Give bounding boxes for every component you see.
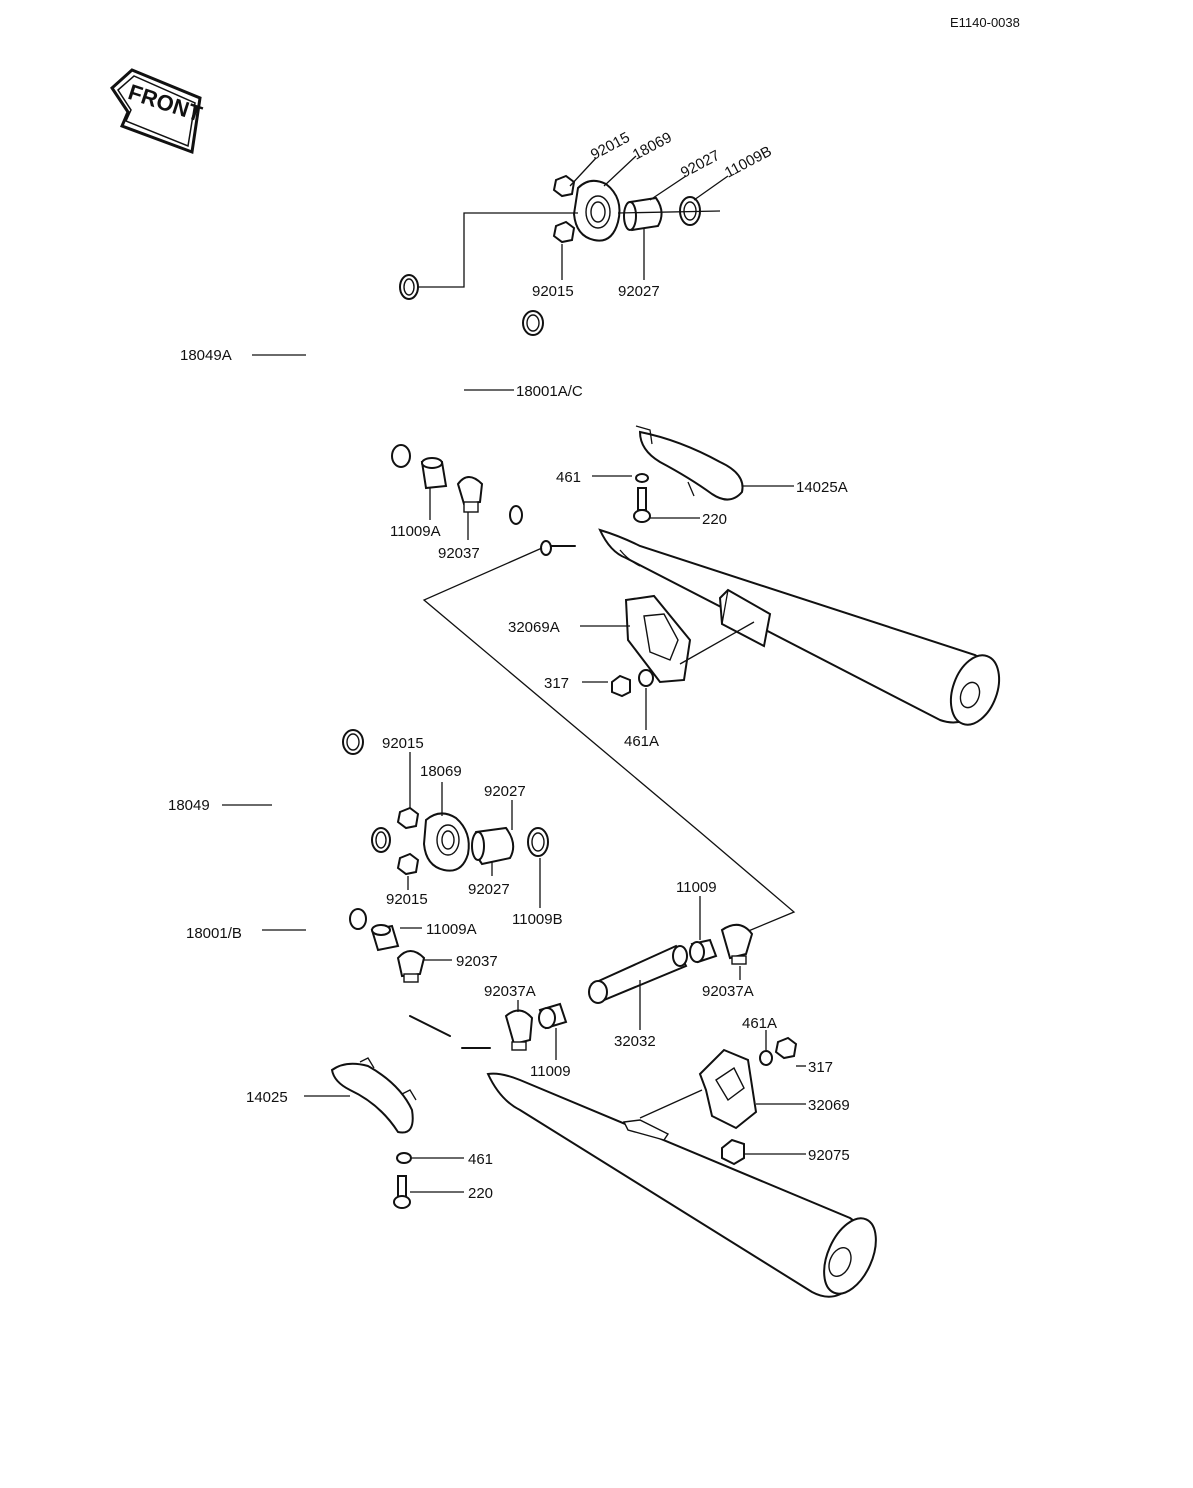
label-92027-b: 92027 <box>618 283 660 300</box>
bracket-32069 <box>698 1048 758 1130</box>
nut-92015-upper-bottom <box>552 220 576 244</box>
upper-exhaust-assembly <box>252 155 1001 730</box>
label-92037A-a: 92037A <box>484 983 536 1000</box>
label-317-b: 317 <box>808 1059 833 1076</box>
header-pipe-18049 <box>266 729 367 930</box>
label-14025A: 14025A <box>796 479 848 496</box>
nut-92015-lower-bottom <box>396 852 420 876</box>
label-32069: 32069 <box>808 1097 850 1114</box>
bolt-220-lower <box>393 1175 411 1209</box>
nut-317-upper <box>611 674 631 698</box>
heat-guard-14025 <box>330 1057 417 1134</box>
label-11009B-b: 11009B <box>512 911 563 928</box>
clamp-92037-lower <box>396 950 426 983</box>
label-461A-b: 461A <box>742 1015 777 1032</box>
label-18001B: 18001/B <box>186 925 242 942</box>
flange-18069-upper <box>572 179 621 242</box>
label-461A-a: 461A <box>624 733 659 750</box>
label-461-a: 461 <box>556 469 581 486</box>
nut-92075 <box>721 1138 745 1166</box>
label-18069-a: 18069 <box>630 129 675 164</box>
washer-461-lower <box>396 1152 412 1164</box>
gasket-11009B-lower <box>527 827 549 857</box>
label-11009B-a: 11009B <box>722 143 775 182</box>
label-32069A: 32069A <box>508 619 560 636</box>
label-92015-b: 92015 <box>532 283 574 300</box>
gasket-11009-right <box>689 938 718 964</box>
washer-461A-lower <box>759 1050 773 1066</box>
bolt-220-upper <box>633 487 651 523</box>
clamp-92037A-right <box>720 923 754 965</box>
assembly-link-line <box>422 547 796 933</box>
label-220-a: 220 <box>702 511 727 528</box>
flange-18069-lower <box>422 812 470 872</box>
connector-pipe-32032 <box>588 944 688 1004</box>
clamp-92037-upper <box>456 476 484 513</box>
label-92037-a: 92037 <box>438 545 480 562</box>
label-220-b: 220 <box>468 1185 493 1202</box>
nut-92015-upper-top <box>552 174 576 198</box>
label-317-a: 317 <box>544 675 569 692</box>
gasket-11009A-upper <box>420 457 448 490</box>
front-arrow-icon: FRONT <box>110 68 206 155</box>
label-92075: 92075 <box>808 1147 850 1164</box>
label-92015-a: 92015 <box>588 129 633 164</box>
collar-92027-lower <box>471 826 515 866</box>
label-18069-b: 18069 <box>420 763 462 780</box>
label-92037-b: 92037 <box>456 953 498 970</box>
muffler-18001AC <box>442 308 1001 726</box>
nut-317-lower <box>774 1036 798 1060</box>
label-92015-c: 92015 <box>382 735 424 752</box>
label-11009A-b: 11009A <box>426 921 477 938</box>
label-461-b: 461 <box>468 1151 493 1168</box>
label-11009-b: 11009 <box>530 1063 571 1080</box>
gasket-11009-left <box>538 1002 568 1030</box>
heat-guard-14025A <box>635 425 744 501</box>
gasket-11009A-lower <box>370 924 400 952</box>
label-92027-d: 92027 <box>468 881 510 898</box>
label-11009A-a: 11009A <box>390 523 441 540</box>
header-pipe-18049A <box>296 274 419 468</box>
collar-92027-upper <box>623 196 663 232</box>
label-92037A-b: 92037A <box>702 983 754 1000</box>
label-18049: 18049 <box>168 797 210 814</box>
label-92027-a: 92027 <box>678 147 723 182</box>
label-32032: 32032 <box>614 1033 656 1050</box>
label-92027-c: 92027 <box>484 783 526 800</box>
clamp-92037A-left <box>504 1009 534 1051</box>
muffler-18001B <box>302 827 877 1298</box>
part-labels: 92015 18069 92027 11009B 92015 92027 180… <box>168 129 850 1202</box>
label-14025: 14025 <box>246 1089 288 1106</box>
nut-92015-lower-top <box>396 806 420 830</box>
label-92015-d: 92015 <box>386 891 428 908</box>
bracket-32069A <box>624 594 692 684</box>
label-18001AC: 18001A/C <box>516 383 583 400</box>
label-18049A: 18049A <box>180 347 232 364</box>
lower-exhaust-assembly <box>222 729 877 1298</box>
diagram-code: E1140-0038 <box>950 15 1020 30</box>
washer-461A-upper <box>638 669 654 687</box>
label-11009-a: 11009 <box>676 879 717 896</box>
washer-461-upper <box>635 473 649 483</box>
